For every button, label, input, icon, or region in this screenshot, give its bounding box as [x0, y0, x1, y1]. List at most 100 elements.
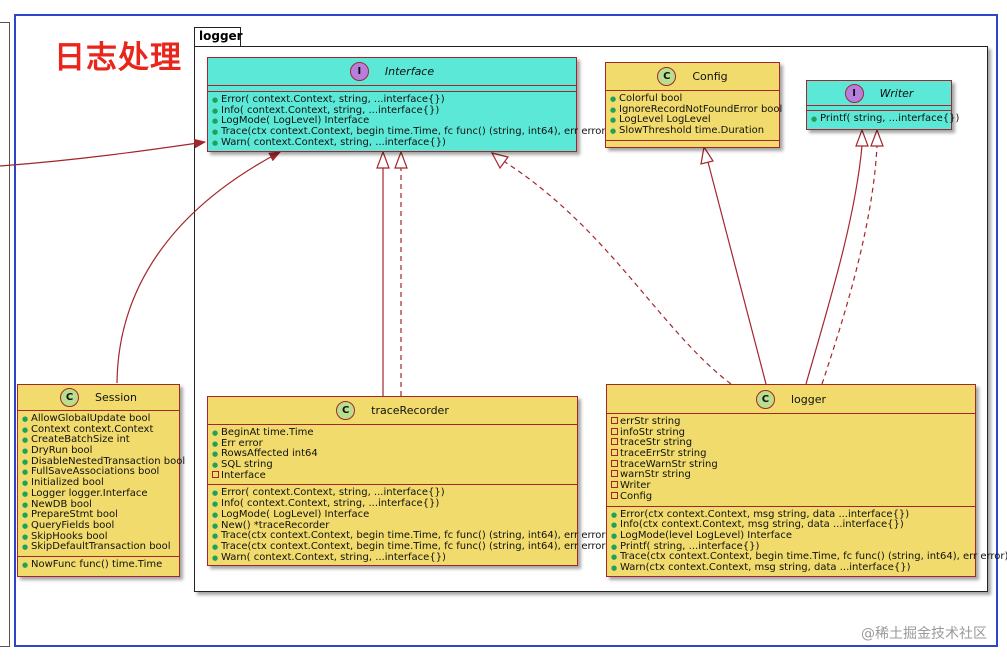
public-marker-icon — [212, 499, 221, 510]
public-marker-icon — [212, 116, 221, 127]
member-text: infoStr string — [620, 426, 686, 438]
member-text: Error(ctx context.Context, msg string, d… — [620, 508, 910, 520]
member-text: LogMode(level LogLevel) Interface — [620, 529, 793, 541]
logger-interface-dashed — [504, 161, 732, 385]
method-row: New() *traceRecorder — [212, 520, 577, 532]
public-marker-icon — [212, 428, 221, 439]
method-row: LogMode(level LogLevel) Interface — [611, 529, 975, 542]
watermark: @稀土掘金技术社区 — [861, 626, 987, 642]
diagram-title: 日志处理 — [54, 40, 182, 76]
field-row: Colorful bool — [610, 93, 779, 105]
member-text: LogMode( LogLevel) Interface — [221, 508, 370, 520]
private-marker-icon — [611, 492, 620, 503]
fields-section: BeginAt time.TimeErr errorRowsAffected i… — [208, 425, 577, 486]
member-text: FullSaveAssociations bool — [31, 466, 160, 478]
methods-section: Printf( string, ...interface{}) — [807, 111, 959, 128]
member-text: traceWarnStr string — [620, 458, 718, 470]
private-marker-icon — [611, 438, 620, 449]
field-row: SQL string — [212, 459, 577, 471]
field-row: traceErrStr string — [611, 448, 975, 460]
member-text: Info(ctx context.Context, msg string, da… — [620, 519, 904, 531]
fields-section: AllowGlobalUpdate boolContext context.Co… — [18, 411, 185, 557]
member-text: CreateBatchSize int — [31, 434, 130, 446]
field-row: errStr string — [611, 416, 975, 428]
public-marker-icon — [212, 488, 221, 499]
member-text: Error( context.Context, string, ...inter… — [221, 94, 445, 105]
member-text: Interface — [221, 469, 266, 481]
member-text: Warn(ctx context.Context, msg string, da… — [620, 561, 911, 573]
field-row: SlowThreshold time.Duration — [610, 125, 779, 137]
member-text: Initialized bool — [31, 477, 104, 489]
public-marker-icon — [611, 552, 620, 563]
field-row: warnStr string — [611, 470, 975, 481]
public-marker-icon — [611, 510, 620, 521]
public-marker-icon — [22, 489, 31, 500]
logger-writer-solid — [805, 145, 863, 385]
public-marker-icon — [22, 521, 31, 532]
methods-section — [606, 141, 779, 145]
public-marker-icon — [22, 532, 31, 543]
public-marker-icon — [212, 439, 221, 450]
class-name: logger — [790, 392, 827, 406]
member-text: errStr string — [620, 416, 681, 427]
class-badge: C — [336, 401, 356, 420]
member-text: QueryFields bool — [31, 519, 115, 531]
method-row: NowFunc func() time.Time — [22, 558, 179, 571]
methods-section: Error( context.Context, string, ...inter… — [208, 485, 609, 566]
public-marker-icon — [22, 478, 31, 489]
public-marker-icon — [22, 446, 31, 457]
public-marker-icon — [212, 127, 221, 138]
method-row: Warn( context.Context, string, ...interf… — [212, 552, 577, 564]
member-text: LogLevel LogLevel — [619, 114, 711, 126]
public-marker-icon — [610, 126, 619, 137]
method-row: Error( context.Context, string, ...inter… — [212, 94, 576, 106]
class-name: traceRecorder — [371, 404, 449, 417]
member-text: LogMode( LogLevel) Interface — [221, 115, 370, 127]
private-marker-icon — [212, 471, 221, 482]
public-marker-icon — [22, 542, 31, 553]
member-text: Trace(ctx context.Context, begin time.Ti… — [620, 551, 1007, 563]
public-marker-icon — [212, 449, 221, 460]
field-row: Err error — [212, 437, 577, 450]
member-text: Err error — [221, 437, 263, 449]
public-marker-icon — [212, 542, 221, 553]
public-marker-icon — [611, 563, 620, 574]
member-text: Context context.Context — [31, 423, 154, 435]
field-row: SkipHooks bool — [22, 531, 179, 543]
member-text: Printf( string, ...interface{}) — [620, 540, 760, 552]
field-row: IgnoreRecordNotFoundError bool — [610, 104, 782, 116]
class-badge: C — [755, 389, 775, 409]
member-text: AllowGlobalUpdate bool — [31, 413, 151, 424]
class-session: C Session AllowGlobalUpdate boolContext … — [17, 384, 185, 577]
method-row: Error(ctx context.Context, msg string, d… — [611, 508, 975, 521]
method-row: Trace(ctx context.Context, begin time.Ti… — [212, 541, 609, 553]
method-row: Trace(ctx context.Context, begin time.Ti… — [611, 552, 1007, 563]
field-row: SkipDefaultTransaction bool — [22, 542, 179, 553]
private-marker-icon — [611, 460, 620, 471]
fields-section — [807, 106, 951, 111]
member-text: DisableNestedTransaction bool — [31, 455, 186, 467]
field-row: Interface — [212, 469, 577, 482]
field-row: AllowGlobalUpdate bool — [22, 413, 179, 425]
member-text: Trace(ctx context.Context, begin time.Ti… — [221, 540, 610, 552]
public-marker-icon — [212, 510, 221, 521]
member-text: NowFunc func() time.Time — [31, 558, 163, 570]
public-marker-icon — [212, 521, 221, 532]
private-marker-icon — [611, 470, 620, 481]
methods-section: Error(ctx context.Context, msg string, d… — [607, 507, 1007, 577]
method-row: Printf( string, ...interface{}) — [811, 113, 959, 125]
field-row: infoStr string — [611, 426, 975, 439]
field-row: RowsAffected int64 — [212, 449, 577, 460]
left-partial-frame — [0, 22, 10, 647]
member-text: SQL string — [221, 459, 273, 471]
member-text: Printf( string, ...interface{}) — [820, 113, 960, 124]
public-marker-icon — [611, 542, 620, 553]
methods-section: NowFunc func() time.Time — [18, 557, 179, 574]
member-text: Warn( context.Context, string, ...interf… — [221, 136, 446, 148]
member-text: BeginAt time.Time — [221, 427, 314, 438]
member-text: Colorful bool — [619, 93, 683, 104]
method-row: Warn( context.Context, string, ...interf… — [212, 136, 576, 149]
interface-badge: I — [844, 83, 864, 103]
